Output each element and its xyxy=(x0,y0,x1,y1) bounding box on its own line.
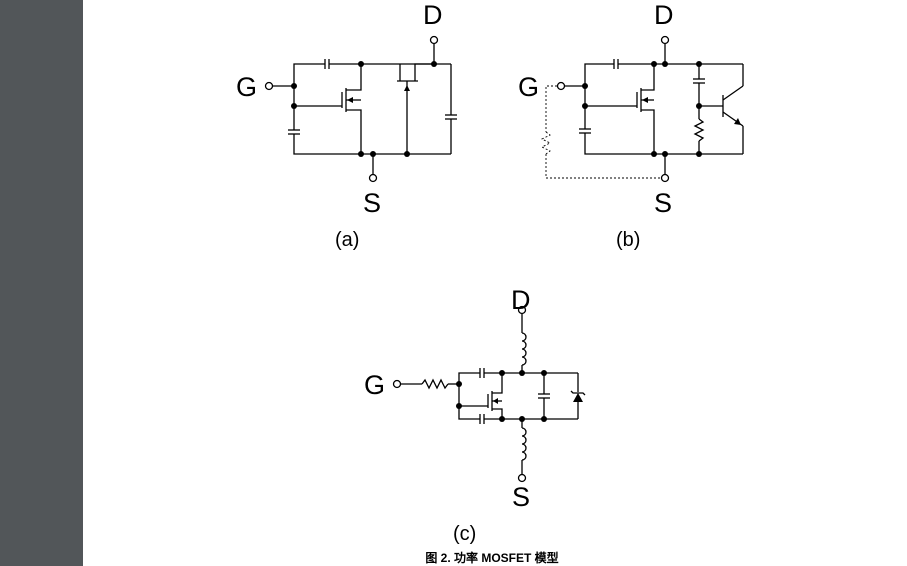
gate-terminal xyxy=(556,81,566,91)
junction xyxy=(358,61,364,67)
mosfet-source xyxy=(492,408,503,419)
junction xyxy=(696,151,702,157)
junction xyxy=(370,151,376,157)
mosfet-arrow xyxy=(642,97,648,103)
junction xyxy=(541,416,547,422)
junction xyxy=(499,416,505,422)
gate-resistor-wire xyxy=(545,85,557,132)
circuit-a: G D S (a) xyxy=(236,0,457,251)
mosfet-drain xyxy=(346,64,362,91)
circuit-c: G D S (c) xyxy=(364,285,586,545)
document-page xyxy=(83,0,907,566)
junction xyxy=(582,103,588,109)
figure-caption: 图 2. 功率 MOSFET 模型 xyxy=(425,550,558,565)
bjt-collector xyxy=(722,85,744,101)
drain-terminal xyxy=(660,35,670,45)
gate-label: G xyxy=(364,370,385,400)
gate-terminal xyxy=(264,81,274,91)
gate-resistor-wire xyxy=(545,154,660,179)
wire xyxy=(293,63,325,86)
junction xyxy=(291,83,297,89)
diode-bar xyxy=(570,390,586,396)
drain-label: D xyxy=(511,285,531,315)
mosfet-arrow xyxy=(347,97,353,103)
junction xyxy=(662,61,668,67)
subfigure-label: (b) xyxy=(616,229,640,251)
junction xyxy=(696,103,702,109)
source-label: S xyxy=(512,482,530,512)
mosfet-arrow xyxy=(493,398,498,404)
gate-label: G xyxy=(236,72,257,102)
drain-label: D xyxy=(423,0,443,30)
gate-resistor xyxy=(421,378,449,390)
drain-terminal xyxy=(429,35,439,45)
junction xyxy=(456,381,462,387)
mosfet-source xyxy=(641,109,655,154)
drain-inductor xyxy=(521,332,527,366)
gate-resistor xyxy=(540,131,552,155)
junction xyxy=(662,151,668,157)
resistor xyxy=(693,118,705,142)
mosfet-drain xyxy=(641,64,655,91)
junction xyxy=(499,370,505,376)
source-inductor xyxy=(521,427,527,461)
mosfet-drain xyxy=(492,373,503,394)
junction xyxy=(519,416,525,422)
source-terminal xyxy=(517,473,527,483)
junction xyxy=(358,151,364,157)
junction xyxy=(696,61,702,67)
subfigure-label: (c) xyxy=(453,523,476,545)
junction xyxy=(541,370,547,376)
gate-terminal xyxy=(392,379,402,389)
jfet-lead xyxy=(414,63,434,81)
junction xyxy=(456,403,462,409)
junction xyxy=(519,370,525,376)
source-terminal xyxy=(660,173,670,183)
junction xyxy=(582,83,588,89)
source-terminal xyxy=(368,173,378,183)
wire xyxy=(584,133,743,155)
junction xyxy=(431,61,437,67)
junction xyxy=(651,61,657,67)
subfigure-label: (a) xyxy=(335,229,359,251)
junction xyxy=(291,103,297,109)
wire xyxy=(458,372,480,384)
gate-label: G xyxy=(518,72,539,102)
jfet-arrow xyxy=(404,85,410,91)
drain-label: D xyxy=(654,0,674,30)
junction xyxy=(404,151,410,157)
mosfet-source xyxy=(346,109,362,154)
wire xyxy=(458,384,480,420)
drain-terminal xyxy=(517,305,527,315)
wire xyxy=(293,134,451,155)
circuit-b: G D S (b) xyxy=(518,0,744,251)
wire xyxy=(584,63,614,86)
diode-triangle xyxy=(573,393,583,402)
source-label: S xyxy=(363,188,381,218)
source-label: S xyxy=(654,188,672,218)
junction xyxy=(651,151,657,157)
bjt-arrow xyxy=(734,118,741,125)
